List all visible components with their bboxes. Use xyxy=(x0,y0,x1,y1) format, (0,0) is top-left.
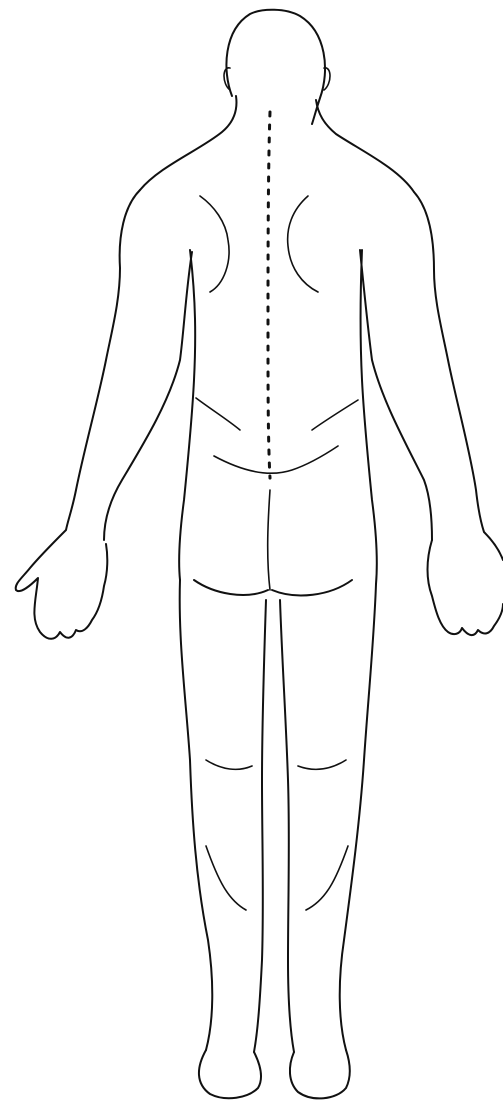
left-foot xyxy=(199,1050,261,1098)
right-hand xyxy=(428,540,503,635)
right-glute xyxy=(272,580,352,595)
right-leg-outer xyxy=(340,584,376,1050)
left-leg-inner xyxy=(254,600,266,1052)
right-arm-outer xyxy=(414,192,503,560)
left-calf xyxy=(206,846,246,910)
right-foot xyxy=(290,1050,350,1098)
neck-right xyxy=(316,100,414,192)
left-arm-inner xyxy=(104,252,192,540)
torso-right xyxy=(361,250,377,584)
right-leg-inner xyxy=(280,600,294,1052)
waist-line xyxy=(214,446,338,473)
lower-back-left xyxy=(196,398,240,430)
right-calf xyxy=(306,846,348,910)
left-knee xyxy=(206,760,252,769)
left-scapula xyxy=(200,196,229,292)
gluteal-cleft xyxy=(268,490,270,590)
left-arm-outer xyxy=(16,190,140,639)
right-knee xyxy=(298,760,346,769)
right-scapula xyxy=(288,196,318,292)
spine-line xyxy=(268,112,270,478)
left-glute xyxy=(194,580,268,595)
neck-left xyxy=(140,96,236,190)
left-leg-outer xyxy=(180,580,213,1050)
head-outline xyxy=(226,10,325,124)
lower-back-right xyxy=(312,400,358,430)
